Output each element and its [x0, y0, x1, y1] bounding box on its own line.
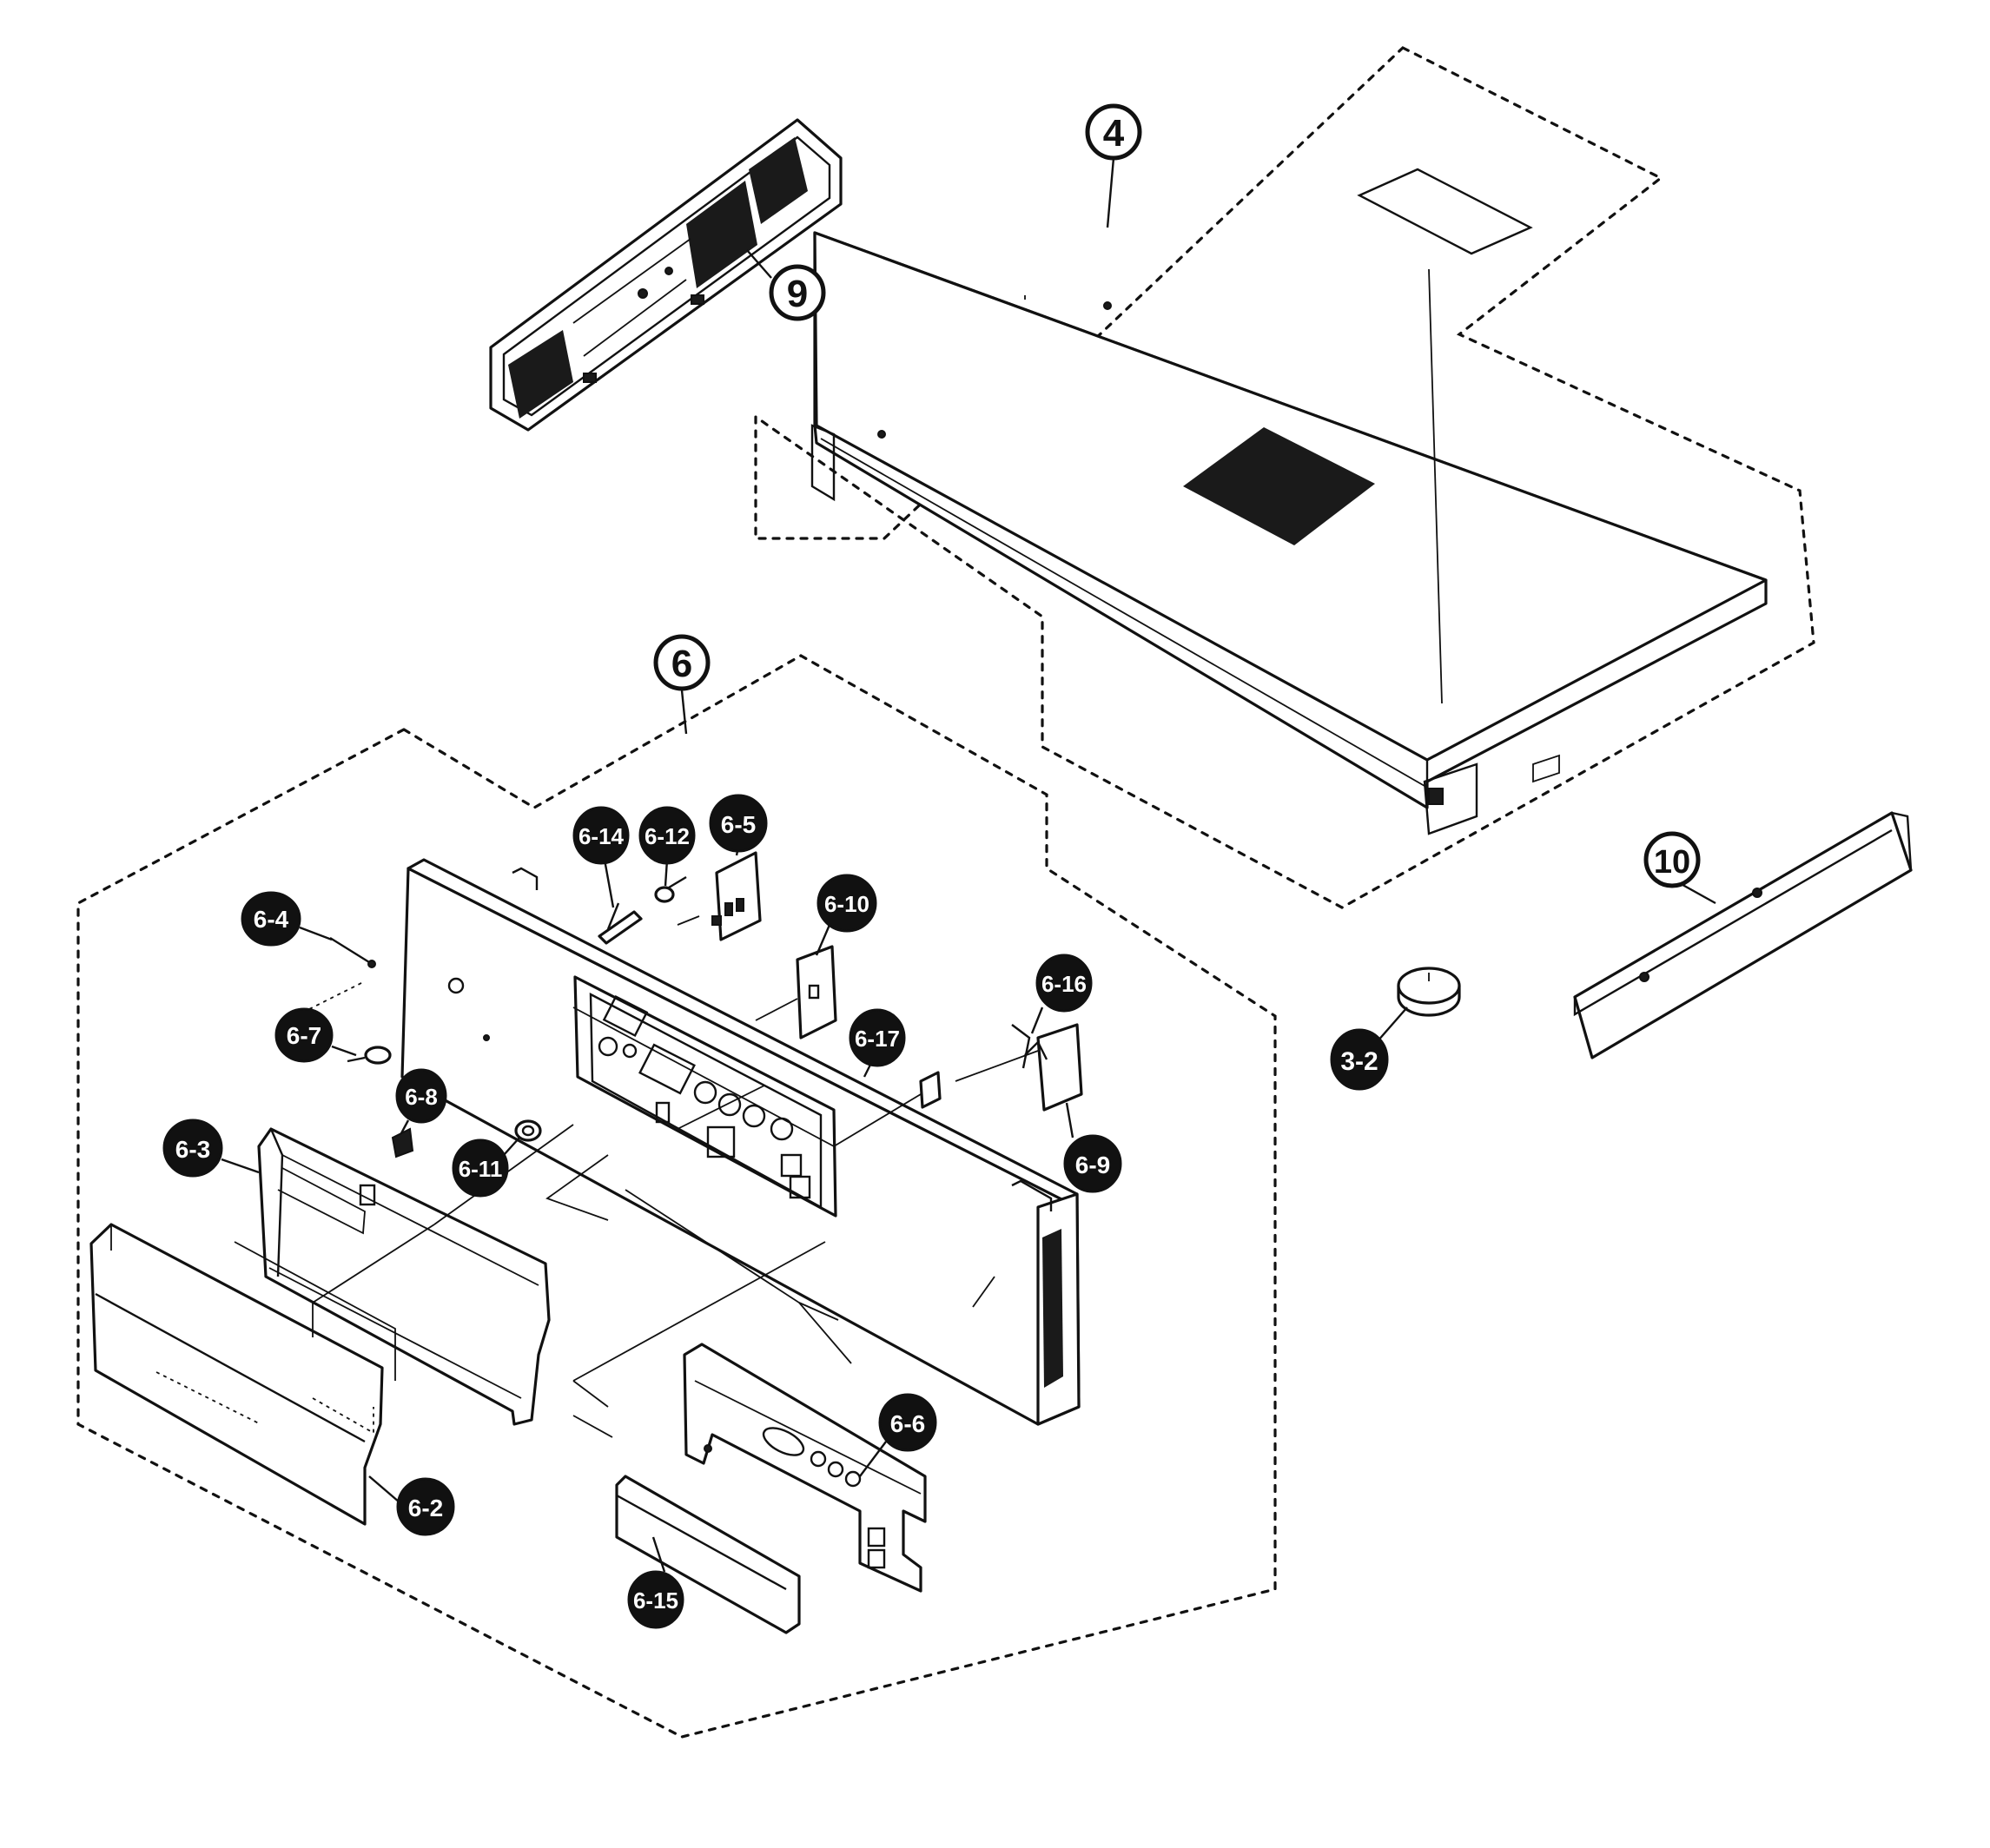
svg-text:6-12: 6-12 [645, 823, 690, 849]
callout-6-14: 6-14 [572, 806, 630, 908]
svg-text:6-3: 6-3 [175, 1136, 210, 1163]
svg-text:9: 9 [787, 273, 808, 315]
callout-6-8: 6-8 [395, 1068, 447, 1134]
callout-3-2: 3-2 [1330, 1006, 1408, 1091]
svg-text:10: 10 [1654, 844, 1690, 881]
small-front-plate-part [615, 1475, 801, 1634]
callout-6-2: 6-2 [368, 1475, 455, 1536]
svg-text:6-10: 6-10 [824, 891, 869, 917]
svg-text:6-8: 6-8 [405, 1084, 438, 1110]
svg-text:3-2: 3-2 [1340, 1047, 1378, 1076]
callout-6-16: 6-16 [1030, 954, 1093, 1034]
svg-text:6-5: 6-5 [721, 811, 756, 838]
svg-text:6-2: 6-2 [408, 1495, 443, 1521]
svg-text:6-7: 6-7 [287, 1022, 321, 1049]
svg-text:6-11: 6-11 [459, 1156, 503, 1182]
bushing-part [654, 875, 687, 903]
callout-6-7: 6-7 [274, 1007, 357, 1063]
callout-6-4: 6-4 [241, 891, 333, 947]
svg-text:6-16: 6-16 [1041, 971, 1087, 997]
led-board-part [755, 945, 837, 1040]
round-foot-part [1397, 967, 1461, 1017]
top-cover-part [810, 168, 1768, 835]
callout-6-11: 6-11 [452, 1137, 520, 1198]
callout-6: 6 [653, 634, 711, 735]
callout-6-5: 6-5 [709, 794, 768, 856]
svg-text:6-17: 6-17 [855, 1026, 900, 1052]
svg-text:6-14: 6-14 [578, 823, 625, 849]
callout-9: 9 [746, 249, 826, 321]
callout-4: 4 [1085, 103, 1142, 228]
rear-bracket-part [489, 118, 843, 432]
button-knob-part [347, 1046, 392, 1065]
assembly-boundary-front-panel [76, 654, 1277, 1739]
clip-part [391, 1127, 414, 1158]
svg-text:4: 4 [1103, 112, 1125, 155]
connector-part [833, 1071, 942, 1147]
front-panel-body-part [400, 858, 1081, 1426]
svg-text:6-4: 6-4 [254, 906, 289, 933]
sensor-board-part [955, 1023, 1083, 1112]
svg-text:6-9: 6-9 [1075, 1152, 1110, 1178]
callout-6-17: 6-17 [849, 1008, 906, 1078]
front-door-part [89, 1223, 384, 1526]
shaft-part [598, 902, 643, 945]
lens-part [514, 1119, 542, 1142]
small-spring-part [329, 936, 376, 968]
callout-10: 10 [1643, 831, 1716, 905]
callout-6-9: 6-9 [1063, 1102, 1122, 1193]
svg-text:6-6: 6-6 [890, 1410, 925, 1437]
switch-board-part [677, 851, 762, 941]
callout-6-12: 6-12 [638, 806, 696, 887]
callout-6-6: 6-6 [859, 1393, 937, 1477]
svg-text:6-15: 6-15 [633, 1587, 678, 1614]
assembly-boundary-top-cover [754, 46, 1815, 909]
callout-6-15: 6-15 [627, 1536, 684, 1629]
side-trim-panel-part [1573, 811, 1913, 1059]
svg-text:6: 6 [671, 643, 692, 685]
callout-6-10: 6-10 [815, 874, 877, 956]
inner-front-bracket-part [257, 1127, 551, 1426]
control-bracket-part [683, 1343, 927, 1593]
callout-6-3: 6-3 [162, 1119, 260, 1178]
